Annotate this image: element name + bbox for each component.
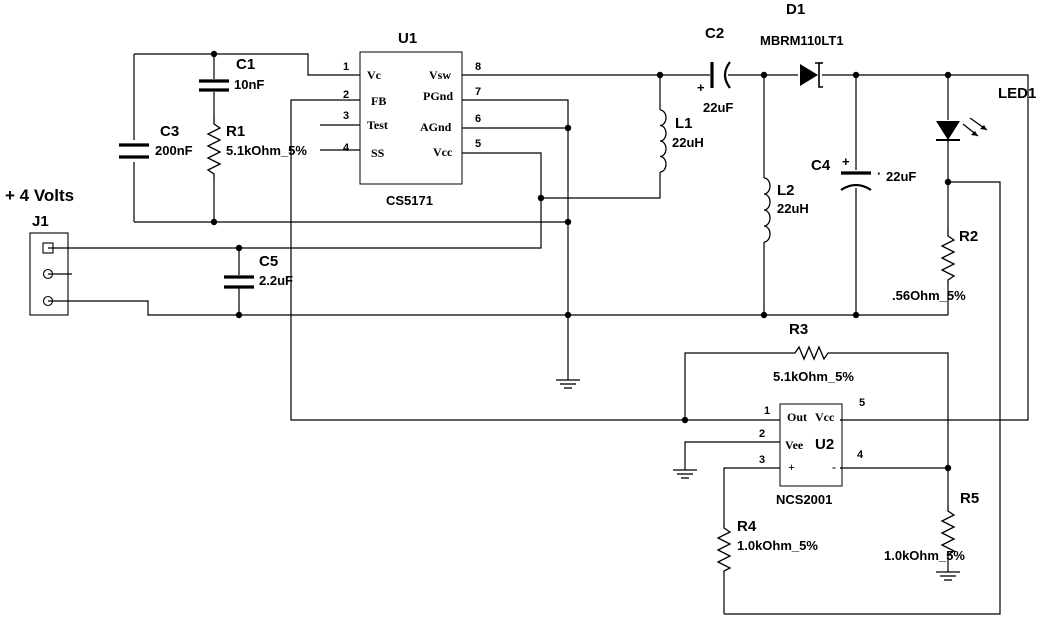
resistor-r2 <box>940 230 956 283</box>
resistor-r5 <box>940 506 956 557</box>
u2-pin-number: 1 <box>764 405 770 417</box>
c2-ref-label: C2 <box>705 25 724 42</box>
resistor-r3 <box>790 345 832 361</box>
c4-polarity-mark: + <box>842 154 850 169</box>
u1-ref-label: U1 <box>398 30 417 47</box>
u2-pin-name: Vee <box>785 438 804 452</box>
u1-pin-name: Test <box>367 118 388 132</box>
capacitor-c4: + · <box>840 154 881 191</box>
u2-pin-number: 3 <box>759 454 765 466</box>
c3-value-label: 200nF <box>155 143 193 158</box>
capacitor-c1 <box>199 79 229 92</box>
led-led1 <box>936 117 988 141</box>
u2-pin-name: Out <box>787 410 807 424</box>
c4-ref-label: C4 <box>811 157 831 174</box>
r1-value-label: 5.1kOhm_5% <box>226 143 307 158</box>
l2-value-label: 22uH <box>777 201 809 216</box>
capacitor-c5 <box>224 275 254 289</box>
supply-voltage-label: + 4 Volts <box>5 186 74 205</box>
j1-ref-label: J1 <box>32 213 49 230</box>
c2-value-label: 22uF <box>703 100 733 115</box>
c4-value-label: 22uF <box>886 169 916 184</box>
connector-j1 <box>29 232 69 316</box>
r3-value-label: 5.1kOhm_5% <box>773 369 854 384</box>
wires <box>48 53 1029 615</box>
u2-pin-number: 4 <box>857 449 864 461</box>
l2-ref-label: L2 <box>777 182 795 199</box>
u2-pin-number: 5 <box>859 397 865 409</box>
diode-d1 <box>800 62 823 88</box>
r4-value-label: 1.0kOhm_5% <box>737 538 818 553</box>
u1-pin-name: Vc <box>367 68 382 82</box>
c1-value-label: 10nF <box>234 77 264 92</box>
c3-ref-label: C3 <box>160 123 179 140</box>
r1-ref-label: R1 <box>226 123 245 140</box>
led1-ref-label: LED1 <box>998 85 1036 102</box>
u1-pin-name: Vsw <box>429 68 451 82</box>
u1-pin-number: 8 <box>475 61 481 73</box>
u1-pin-number: 2 <box>343 89 349 101</box>
u1-pin-number: 4 <box>343 142 350 154</box>
c2-polarity-mark: + <box>697 80 705 95</box>
r5-ref-label: R5 <box>960 490 979 507</box>
d1-value-label: MBRM110LT1 <box>760 33 844 48</box>
c5-ref-label: C5 <box>259 253 278 270</box>
u1-part-label: CS5171 <box>386 193 433 208</box>
u2-pin-number: 2 <box>759 428 765 440</box>
resistor-r1 <box>206 118 222 178</box>
u1-pin-name: Vcc <box>433 145 453 159</box>
u1-pin-name: AGnd <box>420 120 452 134</box>
r2-value-label: .56Ohm_5% <box>892 288 966 303</box>
u2-pin-name: + <box>788 460 795 474</box>
c5-value-label: 2.2uF <box>259 273 293 288</box>
c4-dot-mark: · <box>877 166 881 181</box>
capacitor-c3 <box>119 143 149 159</box>
l1-ref-label: L1 <box>675 115 693 132</box>
u1-pin-number: 6 <box>475 113 481 125</box>
r4-ref-label: R4 <box>737 518 757 535</box>
u2-pin-name: Vcc <box>815 410 835 424</box>
u1-pin-number: 5 <box>475 138 481 150</box>
u2-pin-name: - <box>832 460 836 474</box>
u1-pin-number: 1 <box>343 61 349 73</box>
u2-ref-label: U2 <box>815 436 834 453</box>
inductor-l2 <box>763 177 771 243</box>
u1-pin-name: PGnd <box>423 89 453 103</box>
u1-pin-number: 3 <box>343 110 349 122</box>
capacitor-c2: + <box>697 61 731 95</box>
l1-value-label: 22uH <box>672 135 704 150</box>
chip-u1: U1 CS5171 1 Vc 2 FB 3 Test 4 SS 8 Vsw 7 … <box>340 30 481 208</box>
u1-pin-number: 7 <box>475 86 481 98</box>
u1-pin-name: SS <box>371 146 385 160</box>
junction-dots <box>210 50 952 472</box>
u1-pin-name: FB <box>371 94 386 108</box>
r5-value-label: 1.0kOhm_5% <box>884 548 965 563</box>
inductor-l1 <box>659 109 667 173</box>
c1-ref-label: C1 <box>236 56 255 73</box>
d1-ref-label: D1 <box>786 1 805 18</box>
u2-part-label: NCS2001 <box>776 492 832 507</box>
ground-symbol-u2 <box>673 469 697 479</box>
r2-ref-label: R2 <box>959 228 978 245</box>
resistor-r4 <box>716 523 732 572</box>
chip-u2: U2 NCS2001 1 Out 5 Vcc 2 Vee 3 + 4 - <box>752 397 865 507</box>
ground-symbol-r5 <box>936 571 960 581</box>
component-labels: + 4 Volts J1 C1 10nF C3 200nF R1 5.1kOhm… <box>5 1 1036 563</box>
ground-symbol-main <box>556 379 580 389</box>
r3-ref-label: R3 <box>789 321 808 338</box>
